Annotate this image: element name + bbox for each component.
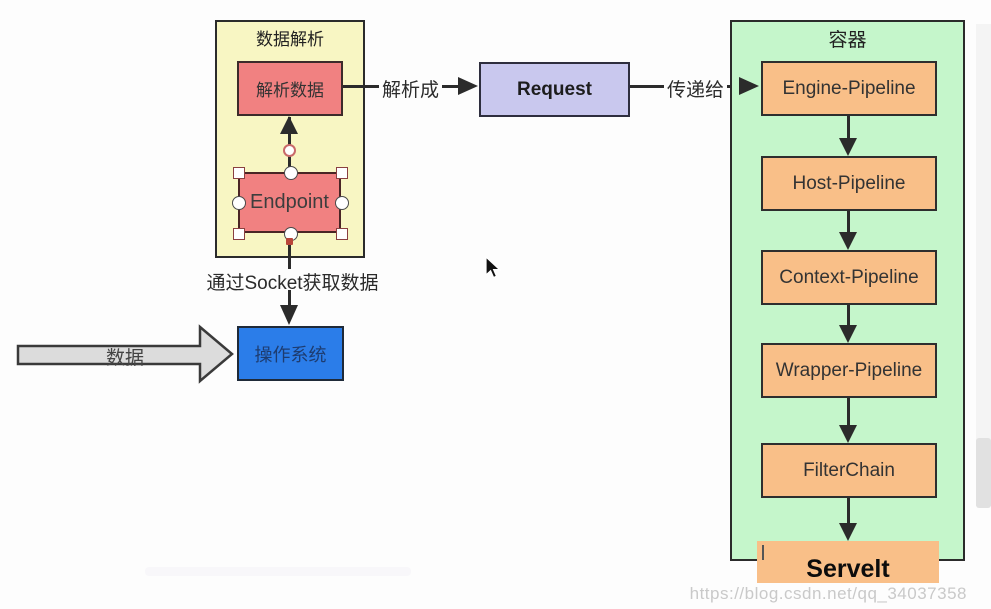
connector-line	[847, 211, 850, 233]
connector-line	[847, 498, 850, 524]
parse-to-label: 解析成	[379, 75, 443, 102]
selection-handle-top-center[interactable]	[284, 166, 298, 180]
connector-line	[847, 398, 850, 426]
request-box[interactable]: Request	[479, 62, 630, 117]
endpoint-to-os-line-lower	[288, 290, 291, 305]
selection-handle-top-right[interactable]	[336, 167, 348, 179]
faint-strip	[145, 567, 411, 576]
parse-data-box-label: 解析数据	[256, 81, 324, 100]
connection-dot-red[interactable]	[286, 238, 293, 245]
scrollbar-thumb[interactable]	[976, 438, 991, 508]
arrowhead-right-request	[458, 77, 478, 95]
text-caret	[762, 545, 764, 560]
pipeline-box-label: Host-Pipeline	[792, 172, 906, 194]
connector-line	[847, 305, 850, 326]
os-box[interactable]: 操作系统	[237, 326, 344, 381]
pipeline-box-label: Engine-Pipeline	[782, 77, 916, 99]
data-block-arrow	[16, 324, 234, 384]
pipeline-box-filterchain[interactable]: FilterChain	[761, 443, 937, 498]
watermark: https://blog.csdn.net/qq_34037358	[689, 584, 967, 603]
request-box-label: Request	[517, 78, 592, 100]
arrowhead-down	[839, 232, 857, 250]
data-parse-group-title: 数据解析	[256, 30, 324, 49]
pipeline-box-context[interactable]: Context-Pipeline	[761, 250, 937, 305]
connector-line	[847, 116, 850, 139]
connection-point-circle[interactable]	[283, 144, 296, 157]
pass-to-label: 传递给	[664, 75, 728, 102]
endpoint-to-os-line-upper	[288, 233, 291, 269]
servlet-box[interactable]: Servelt	[757, 541, 939, 583]
pipeline-box-label: FilterChain	[803, 459, 895, 481]
arrowhead-down	[839, 425, 857, 443]
mouse-cursor-icon	[485, 256, 502, 279]
socket-label: 通过Socket获取数据	[206, 273, 379, 294]
arrowhead-down	[839, 523, 857, 541]
pipeline-box-wrapper[interactable]: Wrapper-Pipeline	[761, 343, 937, 398]
selection-handle-top-left[interactable]	[233, 167, 245, 179]
pipeline-box-label: Context-Pipeline	[779, 266, 919, 288]
parse-data-box[interactable]: 解析数据	[237, 61, 343, 116]
arrowhead-down	[839, 138, 857, 156]
arrowhead-right-engine	[739, 77, 759, 95]
pipeline-box-engine[interactable]: Engine-Pipeline	[761, 61, 937, 116]
container-group-title: 容器	[828, 30, 867, 51]
servlet-box-label: Servelt	[806, 554, 890, 583]
scrollbar-track[interactable]	[976, 24, 991, 506]
endpoint-box-label: Endpoint	[250, 191, 329, 213]
os-box-label: 操作系统	[254, 344, 327, 365]
data-arrow-label: 数据	[105, 348, 144, 369]
selection-handle-mid-left[interactable]	[232, 196, 246, 210]
arrowhead-up	[280, 116, 298, 134]
pipeline-box-label: Wrapper-Pipeline	[775, 359, 923, 381]
selection-handle-mid-right[interactable]	[335, 196, 349, 210]
endpoint-box[interactable]: Endpoint	[238, 172, 341, 233]
selection-handle-bottom-left[interactable]	[233, 228, 245, 240]
arrowhead-down-os	[280, 305, 298, 325]
pipeline-box-host[interactable]: Host-Pipeline	[761, 156, 937, 211]
selection-handle-bottom-right[interactable]	[336, 228, 348, 240]
arrowhead-down	[839, 325, 857, 343]
